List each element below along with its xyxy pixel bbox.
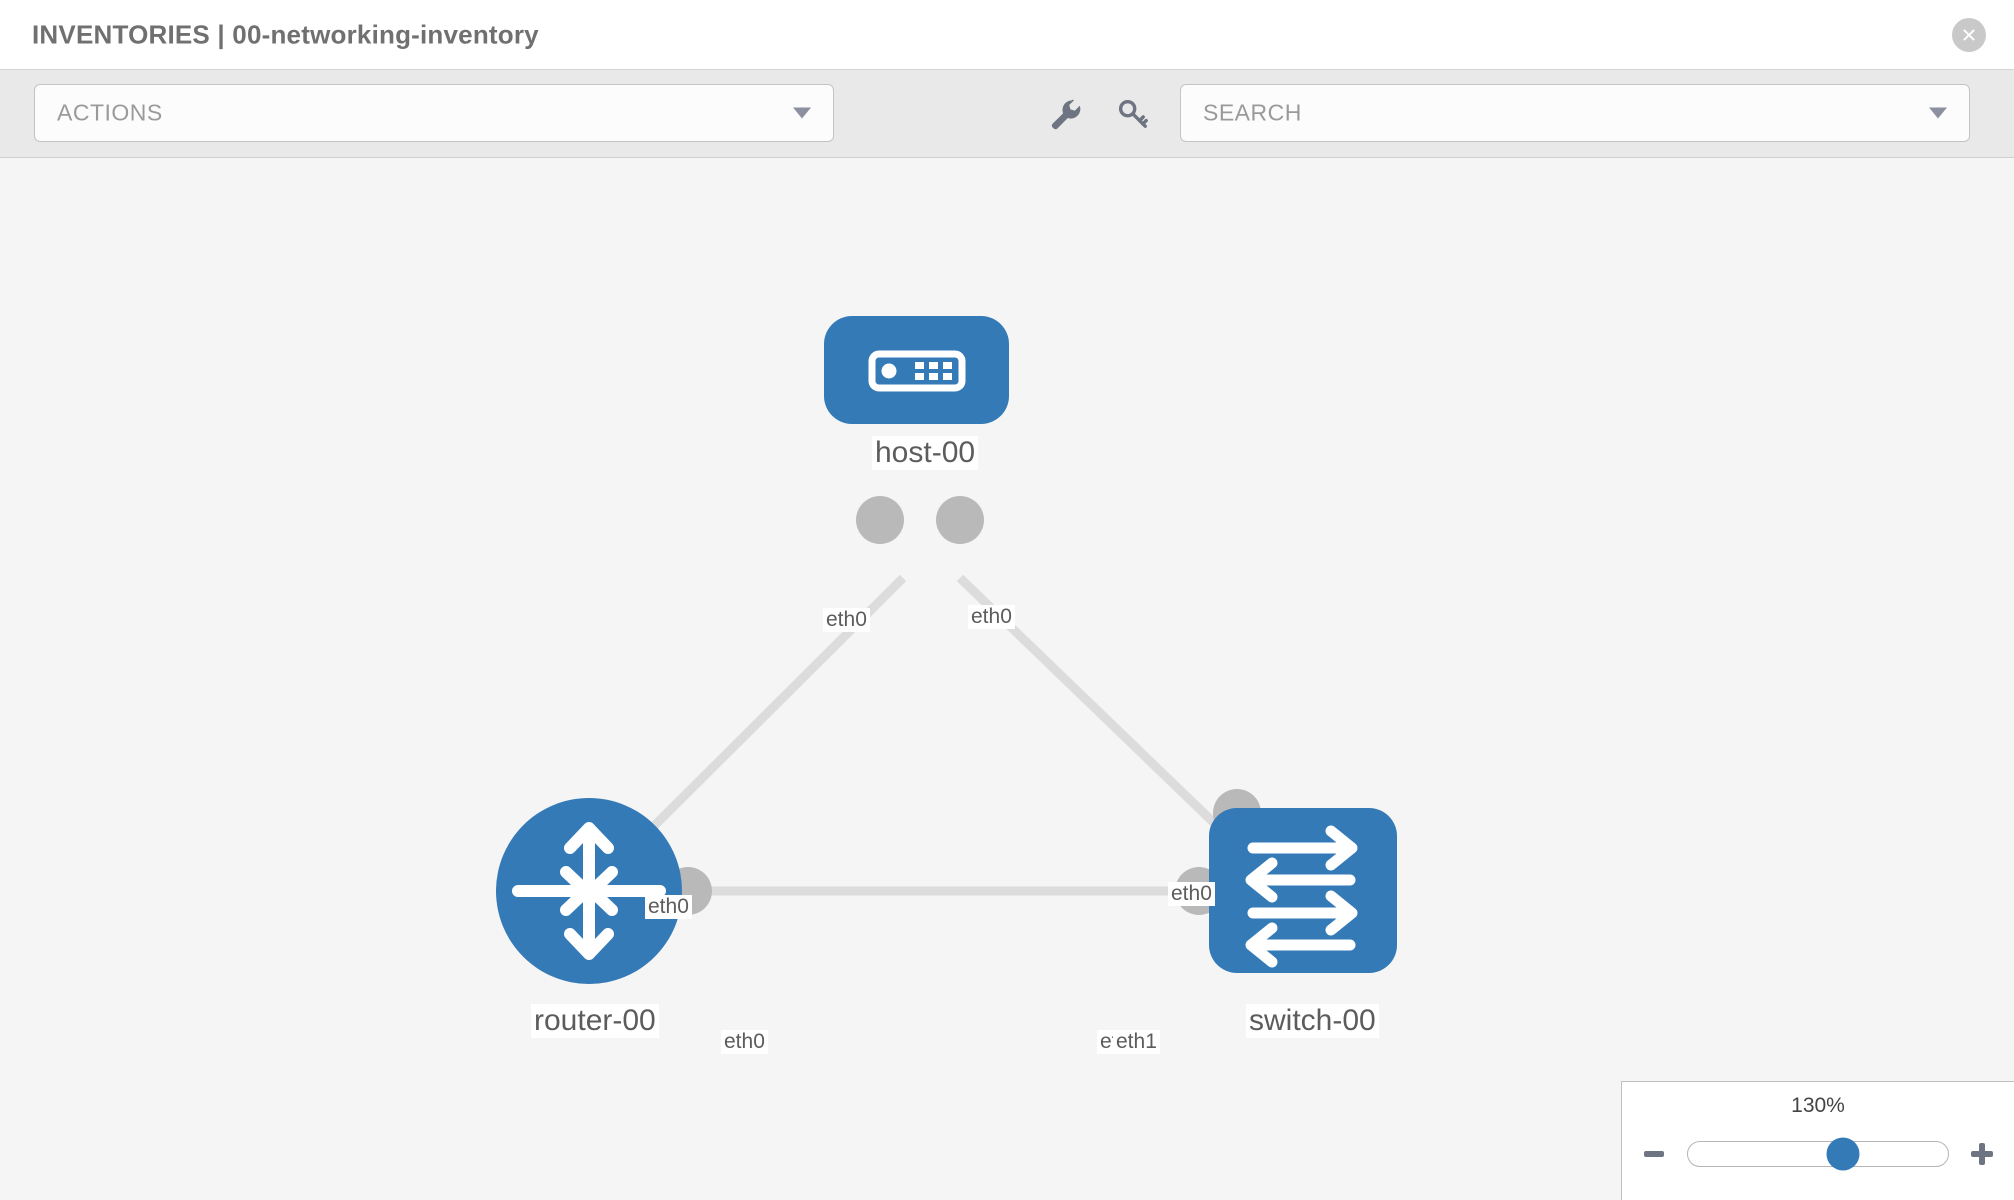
- actions-dropdown[interactable]: ACTIONS: [34, 84, 834, 142]
- actions-dropdown-label: ACTIONS: [57, 99, 163, 126]
- iface-label-router-uplink: eth0: [645, 895, 692, 920]
- iface-label-host-right: eth0: [968, 605, 1015, 630]
- zoom-slider-thumb[interactable]: [1826, 1137, 1860, 1171]
- connector-stubs: [664, 496, 1261, 915]
- plus-icon[interactable]: [1967, 1139, 1997, 1169]
- node-router-00: [496, 798, 682, 984]
- toolbar: ACTIONS SEARCH: [0, 70, 2014, 158]
- node-label-router-00: router-00: [531, 1004, 659, 1038]
- page-title: INVENTORIES | 00-networking-inventory: [32, 19, 539, 49]
- topology-graph: [496, 316, 1397, 984]
- node-label-host-00: host-00: [872, 436, 979, 470]
- iface-label-host-left: eth0: [823, 608, 870, 633]
- zoom-percent-label: 130%: [1791, 1094, 1845, 1117]
- node-switch-00: [1209, 808, 1397, 973]
- search-placeholder: SEARCH: [1203, 99, 1302, 126]
- search-input[interactable]: SEARCH: [1180, 84, 1970, 142]
- zoom-slider[interactable]: [1687, 1137, 1949, 1171]
- node-label-switch-00: switch-00: [1246, 1004, 1379, 1038]
- switch-arrows-icon: [1245, 825, 1358, 968]
- iface-label-router-eth0: eth0: [721, 1030, 768, 1055]
- iface-label-switch-eth1: eth1: [1113, 1030, 1160, 1055]
- minus-icon[interactable]: [1639, 1139, 1669, 1169]
- router-arrows-icon: [512, 822, 666, 960]
- chevron-down-icon[interactable]: [1929, 107, 1947, 119]
- server-icon: [868, 350, 966, 392]
- node-host-00: [824, 316, 1009, 424]
- close-icon[interactable]: [1952, 17, 1986, 52]
- chevron-down-icon: [793, 107, 811, 119]
- iface-label-switch-uplink: eth0: [1168, 882, 1215, 907]
- topology-canvas[interactable]: host-00 router-00 switch-00 eth0 eth0 et…: [0, 158, 2014, 1200]
- zoom-control-panel: 130%: [1621, 1081, 2014, 1200]
- wrench-icon[interactable]: [1044, 93, 1086, 135]
- title-bar: INVENTORIES | 00-networking-inventory: [0, 0, 2014, 70]
- key-icon[interactable]: [1112, 93, 1154, 135]
